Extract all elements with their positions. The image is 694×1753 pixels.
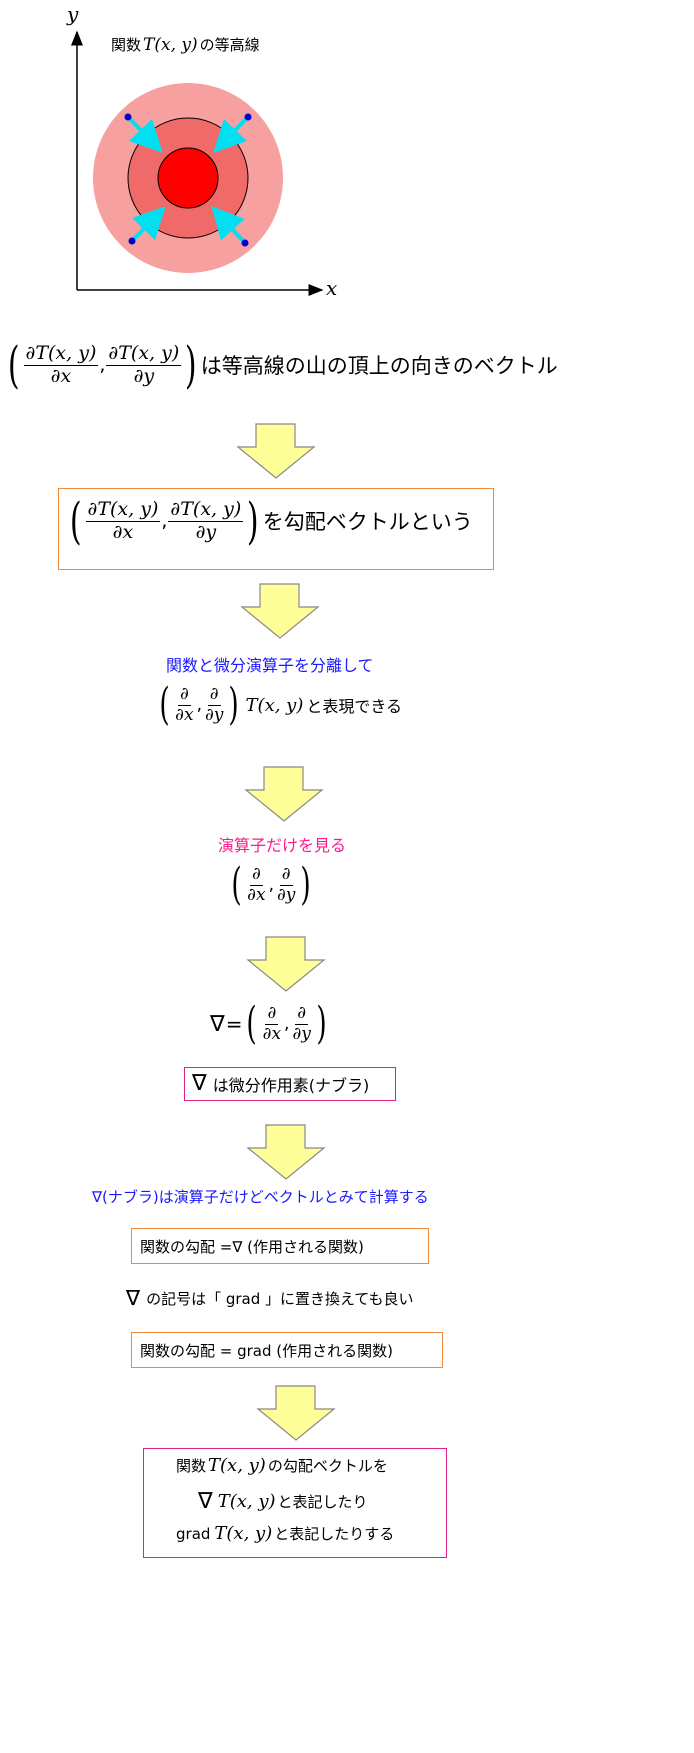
final-line3-suffix: と表記したりする (274, 1525, 395, 1543)
equals-sign: = (225, 1012, 243, 1036)
gradient-dot (244, 113, 252, 121)
step3-heading: 関数と微分演算子を分離して (166, 656, 374, 675)
contour-title-prefix: 関数 (111, 36, 142, 54)
nabla-definition-symbol: ∇ (192, 1071, 207, 1096)
step1-den2: ∂y (133, 364, 155, 387)
step3-expression: ( ∂∂x , ∂∂y ) T(x, y) と表現できる (159, 679, 403, 730)
down-arrow-2 (240, 583, 320, 639)
down-arrow-4 (246, 936, 326, 992)
step1-text: は等高線の山の頂上の向きのベクトル (200, 354, 558, 378)
step5-num1: ∂ (265, 1002, 279, 1025)
contour-title-fn: T(x, y) (143, 34, 198, 55)
step5-den2: ∂y (292, 1023, 311, 1044)
final-line3-grad: grad (176, 1524, 211, 1543)
step2-num2: ∂T(x, y) (168, 497, 244, 522)
gradient-dot (241, 239, 249, 247)
final-line2-fn: T(x, y) (217, 1491, 276, 1512)
step5-num2: ∂ (295, 1002, 309, 1025)
down-arrow-3 (244, 766, 324, 822)
final-line1-suffix: の勾配ベクトルを (267, 1457, 388, 1475)
final-line3-fn: T(x, y) (214, 1523, 273, 1544)
step3-fn: T(x, y) (245, 694, 304, 716)
step3-num2: ∂ (207, 683, 221, 706)
y-axis-label: y (67, 2, 79, 26)
gradient-nabla-box (131, 1228, 429, 1264)
nabla-definition-box (184, 1067, 396, 1101)
down-arrow-6 (256, 1385, 336, 1441)
contour-inner (157, 147, 219, 209)
contour-title: 関数 T(x, y) の等高線 (111, 34, 260, 55)
step3-den1: ∂x (175, 704, 194, 725)
step4-den1: ∂x (247, 884, 266, 905)
grad-note-nabla: ∇ (126, 1286, 141, 1310)
down-arrow-1 (236, 423, 316, 479)
step4-expression: ( ∂∂x , ∂∂y ) (231, 859, 312, 910)
gradient-arrows (124, 113, 252, 247)
final-line1-fn: T(x, y) (208, 1455, 266, 1476)
gradient-grad-box (131, 1332, 443, 1368)
nabla-definition: ∇ は微分作用素(ナブラ) (192, 1071, 369, 1096)
step1-num1: ∂T(x, y) (23, 341, 99, 366)
step1-den1: ∂x (50, 364, 72, 387)
step4-num1: ∂ (249, 863, 263, 886)
step5-den1: ∂x (262, 1023, 282, 1044)
final-line2-suffix: と表記したり (277, 1493, 368, 1511)
final-line3: grad T(x, y) と表記したりする (176, 1523, 394, 1544)
final-line1-prefix: 関数 (176, 1457, 207, 1475)
gradient-dot (124, 113, 132, 121)
step4-den2: ∂y (276, 884, 296, 905)
gradient-nabla-formula: 関数の勾配 =∇ (作用される関数) (140, 1238, 364, 1256)
step1-expression: ( ∂T(x, y)∂x , ∂T(x, y)∂y ) は等高線の山の頂上の向き… (7, 336, 558, 394)
final-line2-nabla: ∇ (198, 1489, 213, 1514)
down-arrow-5 (246, 1124, 326, 1180)
x-axis-label: x (326, 276, 338, 300)
final-line2: ∇ T(x, y) と表記したり (198, 1489, 368, 1514)
nabla-symbol: ∇ (210, 1011, 225, 1037)
step4-heading: 演算子だけを見る (218, 836, 347, 855)
final-notation-box (143, 1448, 447, 1558)
gradient-vector-box (58, 488, 494, 570)
step2-den1: ∂x (112, 520, 134, 543)
step5-expression: ∇ = ( ∂∂x , ∂∂y ) (210, 998, 327, 1049)
step3-text: と表現できる (306, 697, 403, 716)
grad-note: ∇ の記号は「 grad 」に置き換えても良い (126, 1286, 414, 1310)
step3-num1: ∂ (177, 683, 191, 706)
contour-diagram (71, 30, 324, 296)
step2-num1: ∂T(x, y) (85, 497, 161, 522)
final-line1: 関数 T(x, y) の勾配ベクトルを (176, 1455, 388, 1476)
step2-text: を勾配ベクトルという (262, 510, 473, 534)
step6-heading: ∇(ナブラ)は演算子だけどベクトルとみて計算する (92, 1188, 429, 1206)
gradient-grad-formula: 関数の勾配 = grad (作用される関数) (140, 1342, 393, 1360)
step2-den2: ∂y (195, 520, 217, 543)
grad-note-text: の記号は「 grad 」に置き換えても良い (146, 1289, 414, 1308)
step1-num2: ∂T(x, y) (106, 341, 182, 366)
step2-expression: ( ∂T(x, y)∂x , ∂T(x, y)∂y ) を勾配ベクトルという (69, 492, 473, 550)
contour-title-suffix: の等高線 (199, 36, 260, 54)
gradient-dot (128, 237, 136, 245)
step3-den2: ∂y (204, 704, 224, 725)
step4-num2: ∂ (279, 863, 293, 886)
nabla-definition-text: は微分作用素(ナブラ) (212, 1075, 370, 1095)
